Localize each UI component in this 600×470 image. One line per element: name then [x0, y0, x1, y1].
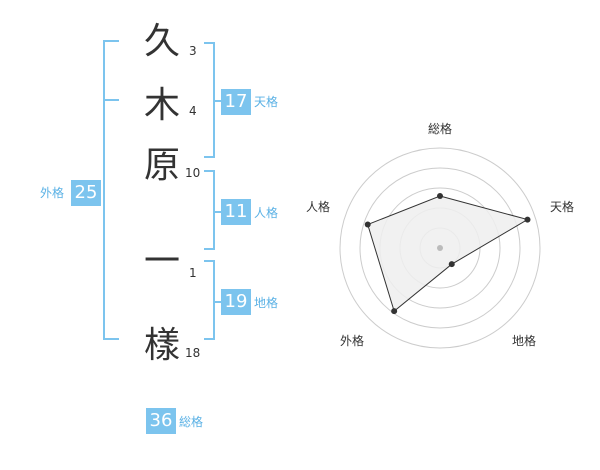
outer-bracket-top — [103, 40, 119, 42]
name-char-4: 一 — [143, 241, 180, 282]
name-char-3: 原 — [143, 145, 180, 186]
tenkaku-bracket-vertical — [213, 42, 215, 158]
chikaku-bracket-tick — [215, 301, 221, 303]
stroke-count-3: 10 — [185, 166, 201, 180]
name-char-5: 樣 — [143, 325, 180, 366]
soukaku-label: 総格 — [179, 415, 204, 429]
radar-label-gaikaku: 外格 — [339, 334, 364, 348]
tenkaku-label: 天格 — [254, 95, 279, 109]
name-char-1: 久 — [143, 21, 180, 62]
radar-point-1 — [524, 216, 531, 223]
radar-point-2 — [448, 261, 455, 268]
chikaku-bracket-vertical — [213, 260, 215, 340]
radar-point-0 — [437, 193, 443, 199]
outer-bracket-bottom — [103, 338, 119, 340]
jinkaku-bracket-bottom — [204, 248, 215, 250]
jinkaku-label: 人格 — [254, 206, 279, 220]
radar-label-soukaku: 総格 — [427, 122, 452, 136]
radar-grid-ring — [339, 147, 541, 349]
stroke-count-5: 18 — [185, 346, 201, 360]
radar-grid-ring — [359, 167, 521, 329]
radar-point-4 — [364, 221, 371, 228]
jinkaku-bracket-top — [204, 170, 215, 172]
chikaku-bracket-top — [204, 260, 215, 262]
radar-point-3 — [391, 308, 398, 315]
tenkaku-bracket-bottom — [204, 156, 215, 158]
radar-label-tenkaku: 天格 — [549, 200, 574, 214]
jinkaku-badge: 11 — [221, 199, 251, 225]
outer-bracket-mid — [103, 99, 119, 101]
name-char-2: 木 — [143, 85, 180, 126]
tenkaku-bracket-tick — [215, 100, 221, 102]
stroke-count-1: 3 — [189, 44, 197, 58]
jinkaku-bracket-tick — [215, 211, 221, 213]
chikaku-bracket-bottom — [204, 338, 215, 340]
jinkaku-bracket-vertical — [213, 170, 215, 250]
chikaku-label: 地格 — [254, 296, 279, 310]
tenkaku-badge: 17 — [221, 89, 251, 115]
gaikaku-badge: 25 — [71, 180, 101, 206]
tenkaku-bracket-top — [204, 42, 215, 44]
outer-bracket-vertical — [103, 40, 105, 340]
radar-label-jinkaku: 人格 — [305, 200, 330, 214]
radar-label-chikaku: 地格 — [511, 334, 536, 348]
soukaku-badge: 36 — [146, 408, 176, 434]
chikaku-badge: 19 — [221, 289, 251, 315]
radar-center-point — [437, 245, 443, 251]
radar-value-polygon — [367, 195, 529, 312]
stroke-count-2: 4 — [189, 104, 197, 118]
stroke-count-4: 1 — [189, 266, 197, 280]
gaikaku-label: 外格 — [40, 186, 65, 200]
